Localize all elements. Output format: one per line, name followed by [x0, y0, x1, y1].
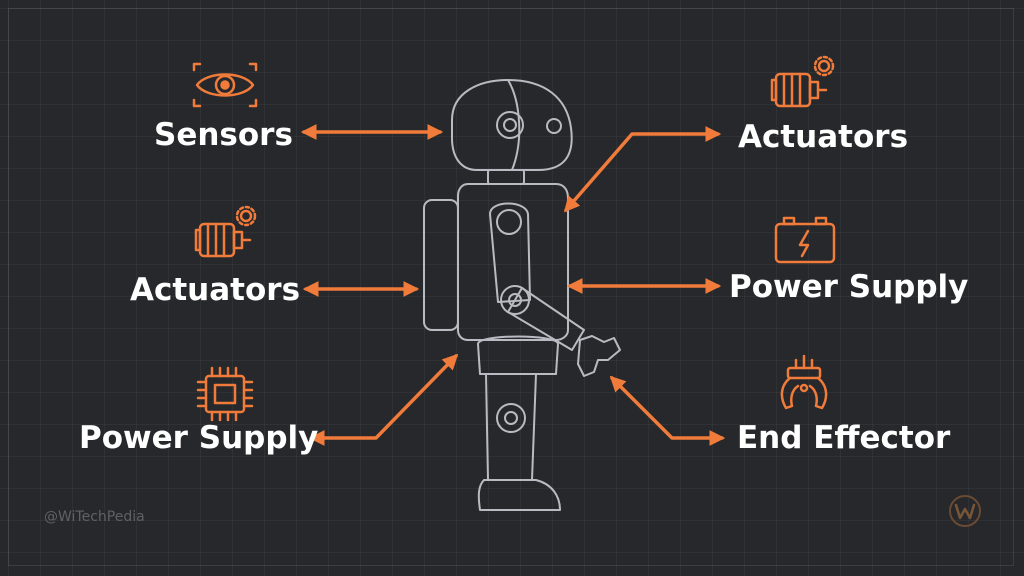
label-sensors: Sensors: [154, 117, 293, 153]
robot-upper-arm: [489, 202, 531, 303]
motor-gear-icon: [194, 205, 257, 258]
robot-elbow-joint: [500, 285, 530, 315]
robot-ear-inner: [503, 118, 517, 132]
robot-shoulder-joint: [496, 209, 522, 235]
robot-ear: [496, 111, 524, 139]
label-end-effector: End Effector: [737, 420, 951, 456]
robot-knee-joint: [496, 403, 526, 433]
robot-knee-inner: [504, 411, 518, 425]
robot-elbow-inner: [508, 293, 522, 307]
watermark-logo: [949, 495, 981, 527]
robot-foot: [477, 479, 561, 511]
label-actuators-right: Actuators: [738, 119, 909, 155]
eye-icon: [192, 62, 258, 108]
robot-head-seam: [507, 79, 521, 171]
arrow-power-supply-left: [308, 353, 459, 446]
robot-forearm: [507, 287, 585, 351]
battery-icon: [774, 216, 836, 264]
label-power-supply-right: Power Supply: [729, 269, 969, 305]
robot-eye: [546, 118, 562, 134]
arrow-actuators-right: [563, 126, 722, 213]
microchip-icon: [196, 366, 254, 422]
robot-gripper: [577, 335, 621, 377]
frame-border: [8, 8, 1014, 566]
label-power-supply-left: Power Supply: [79, 420, 319, 456]
gripper-claw-icon: [780, 354, 828, 410]
label-actuators-left: Actuators: [130, 272, 301, 308]
arrow-end-effector: [609, 375, 726, 446]
robot-hip: [477, 335, 559, 375]
watermark-text: @WiTechPedia: [44, 509, 145, 525]
motor-gear-icon: [770, 55, 835, 108]
